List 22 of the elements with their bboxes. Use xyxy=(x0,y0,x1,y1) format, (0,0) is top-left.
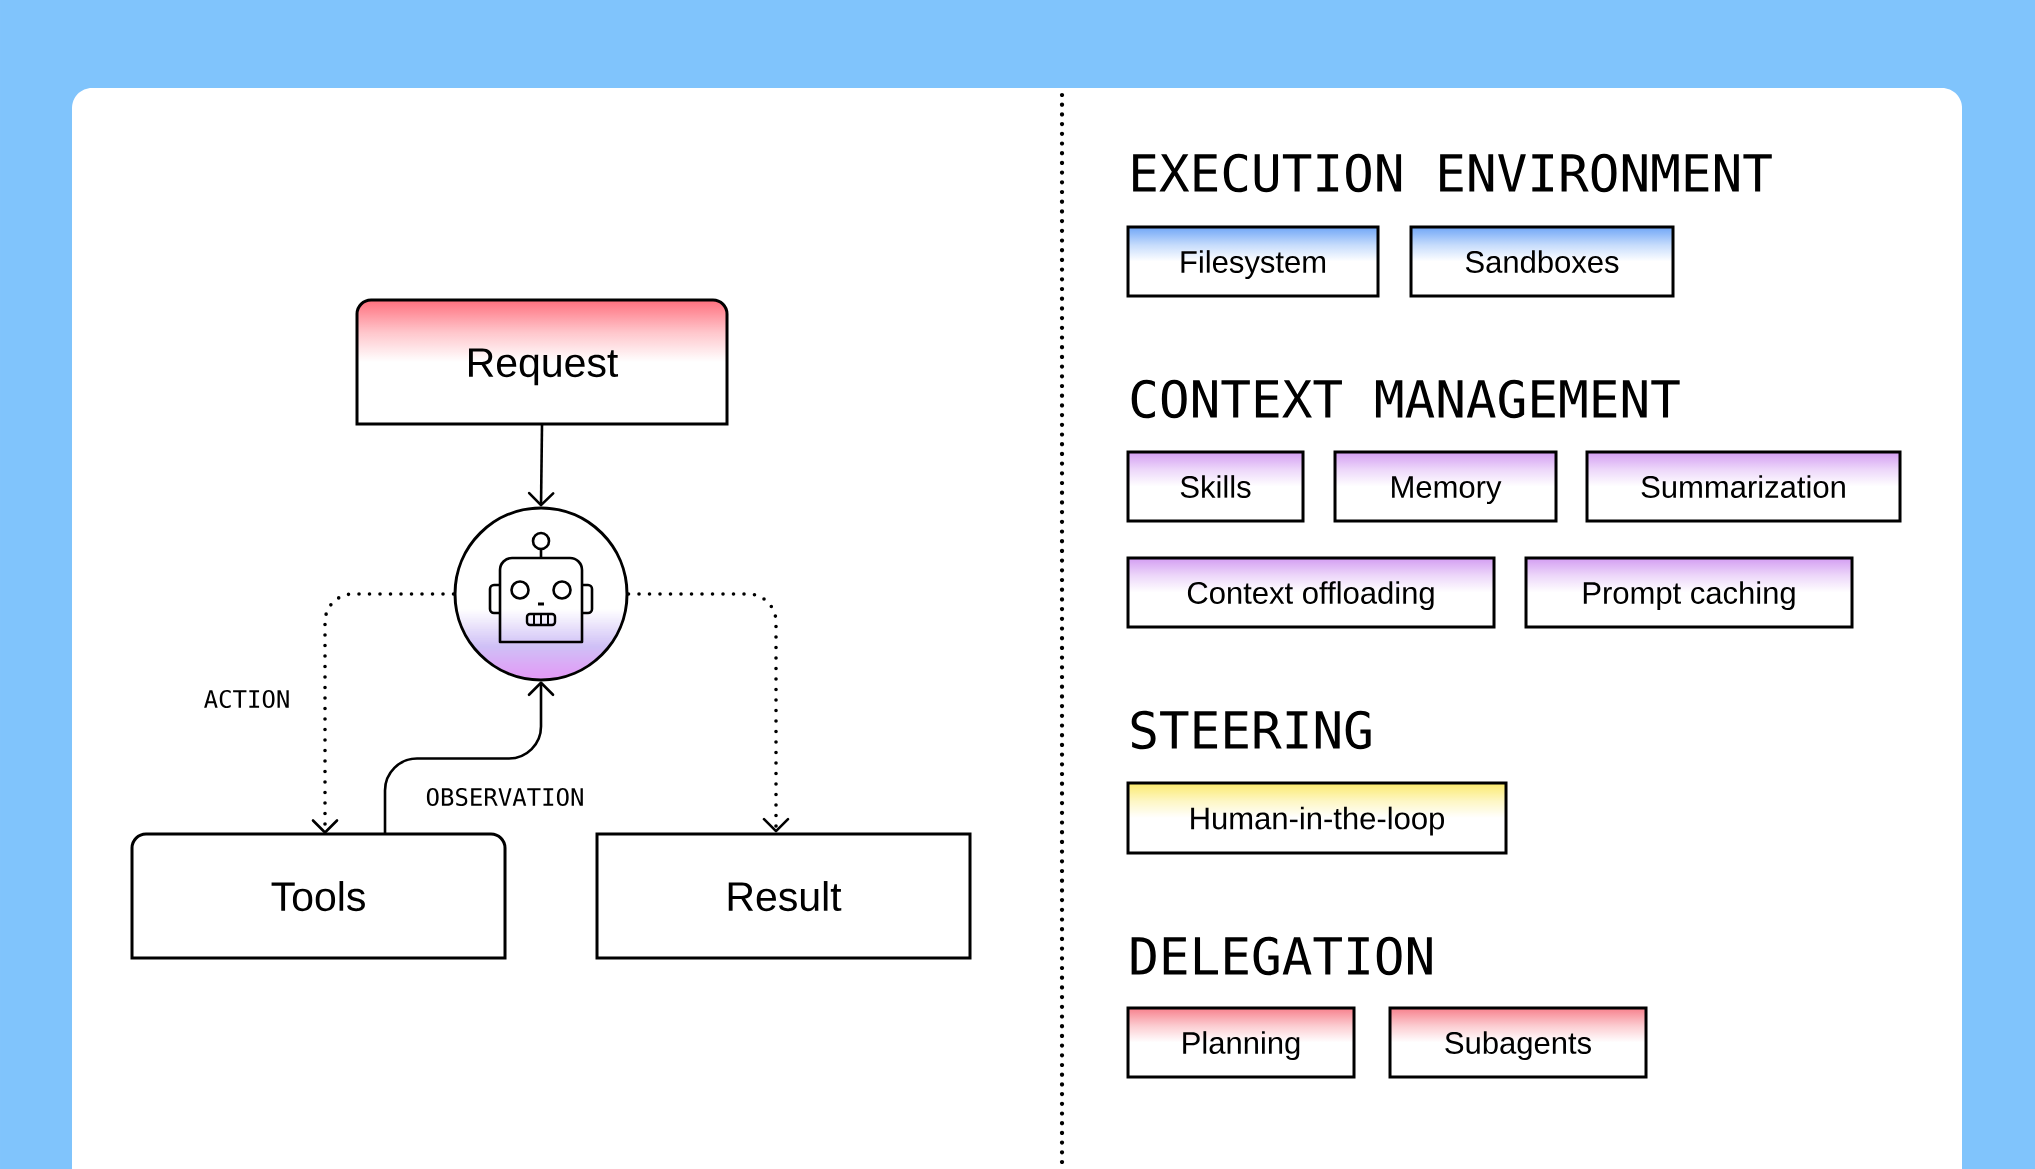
dotted-arrow xyxy=(626,592,790,833)
process-box: Request xyxy=(355,298,729,426)
process-box: Result xyxy=(595,832,972,960)
section-heading: DELEGATION xyxy=(1131,936,1432,976)
section-heading: CONTEXT MANAGEMENT xyxy=(1131,379,1680,419)
section-heading: EXECUTION ENVIRONMENT xyxy=(1133,153,1772,193)
tag-box: Prompt caching xyxy=(1524,556,1854,629)
tag-box: Skills xyxy=(1126,450,1305,523)
tag-box: Planning xyxy=(1126,1006,1356,1079)
tag-box: Sandboxes xyxy=(1409,225,1675,298)
tag-box: Summarization xyxy=(1585,450,1902,523)
arrow xyxy=(383,681,555,834)
arrow xyxy=(527,424,555,507)
edge-label: OBSERVATION xyxy=(423,785,587,809)
tag-box: Context offloading xyxy=(1126,556,1496,629)
tag-box: Filesystem xyxy=(1126,225,1380,298)
tag-box: Human-in-the-loop xyxy=(1126,781,1508,855)
section-heading: STEERING xyxy=(1131,710,1371,750)
process-box: Tools xyxy=(130,832,507,960)
tag-box: Subagents xyxy=(1388,1006,1648,1079)
tag-box: Memory xyxy=(1333,450,1558,523)
dotted-arrow xyxy=(311,592,456,834)
